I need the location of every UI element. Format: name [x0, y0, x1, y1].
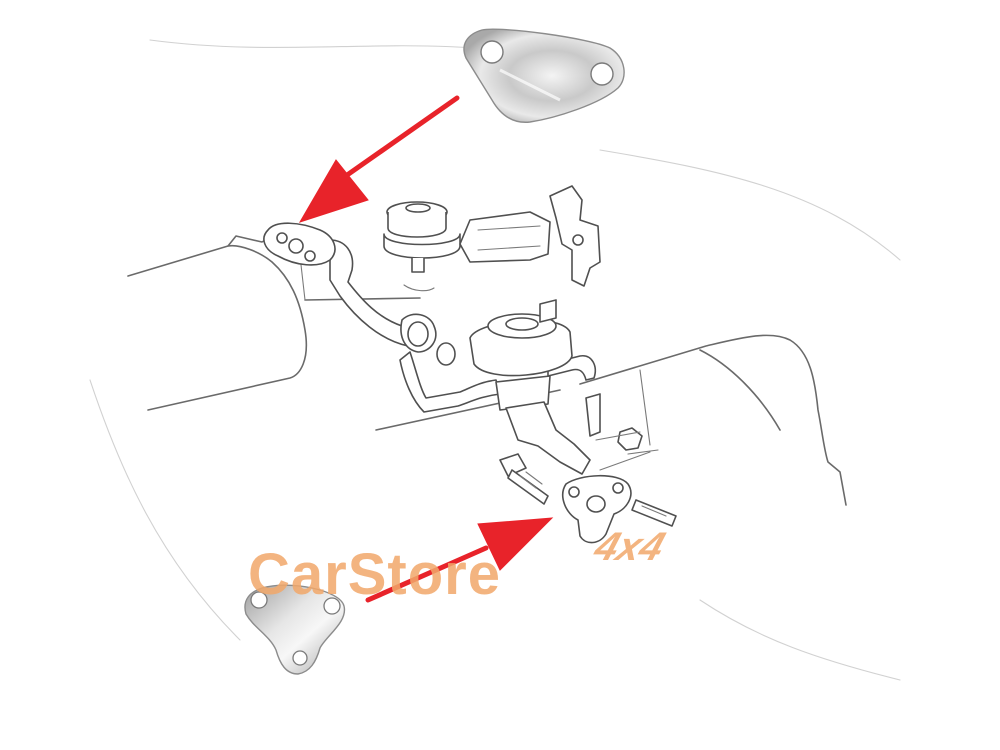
intake-egr-flange	[263, 222, 336, 266]
gasket-plate-top	[463, 28, 625, 123]
egr-pipe	[329, 239, 596, 413]
watermark: CarStore 4x4	[248, 524, 671, 607]
fasteners	[499, 393, 677, 527]
vsv-bracket	[459, 185, 601, 287]
arrow-bottom	[365, 517, 554, 603]
egr-valve-flange	[562, 474, 632, 544]
arrow-top	[298, 95, 460, 223]
egr-valve	[469, 299, 591, 475]
gasket-plate-bottom	[244, 584, 346, 675]
watermark-brand: CarStore	[248, 542, 501, 607]
watermark-suffix: 4x4	[588, 524, 670, 569]
egr-vacuum-modulator	[383, 201, 461, 292]
